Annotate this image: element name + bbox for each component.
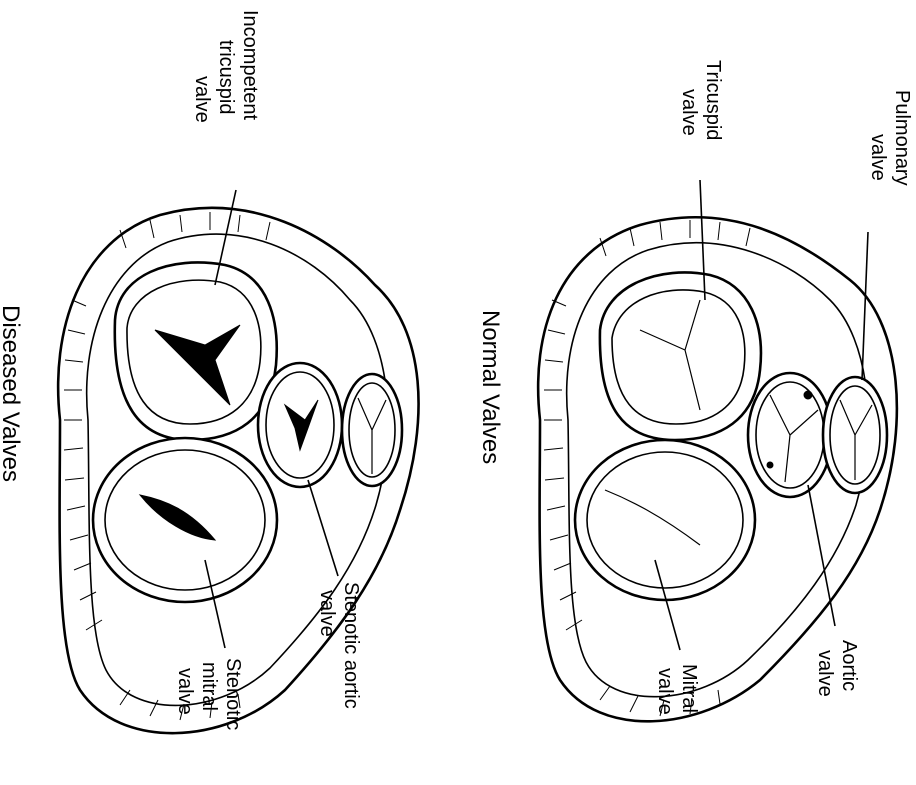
label-incompetent-tricuspid-line2: tricuspid xyxy=(215,40,237,114)
label-tricuspid-valve-line2: valve xyxy=(678,89,700,136)
label-stenotic-aortic-line1: Stenotic aortic xyxy=(340,582,362,709)
label-stenotic-aortic-line2: valve xyxy=(316,590,338,637)
title-normal-valves: Normal Valves xyxy=(477,310,504,464)
title-diseased-valves: Diseased Valves xyxy=(0,305,24,482)
label-aortic-valve-line1: Aortic xyxy=(838,640,860,691)
label-stenotic-mitral-line1: Stenotic xyxy=(222,658,244,730)
label-tricuspid-valve-line1: Tricuspid xyxy=(702,60,724,140)
label-stenotic-mitral-line2: mitral xyxy=(198,662,220,711)
diseased-heart-diagram xyxy=(58,208,418,733)
normal-mitral-valve xyxy=(575,440,755,600)
label-mitral-valve-line2: valve xyxy=(654,668,676,715)
label-aortic-valve-line2: valve xyxy=(814,650,836,697)
label-incompetent-tricuspid-line1: Incompetent xyxy=(239,10,261,121)
label-pulmonary-valve-line2: valve xyxy=(867,134,889,181)
normal-tricuspid-valve xyxy=(600,272,761,440)
label-stenotic-mitral-line3: valve xyxy=(174,668,196,715)
label-pulmonary-valve-line1: Pulmonary xyxy=(891,90,913,186)
label-mitral-valve-line1: Mitral xyxy=(678,664,700,713)
label-incompetent-tricuspid-line3: valve xyxy=(191,76,213,123)
